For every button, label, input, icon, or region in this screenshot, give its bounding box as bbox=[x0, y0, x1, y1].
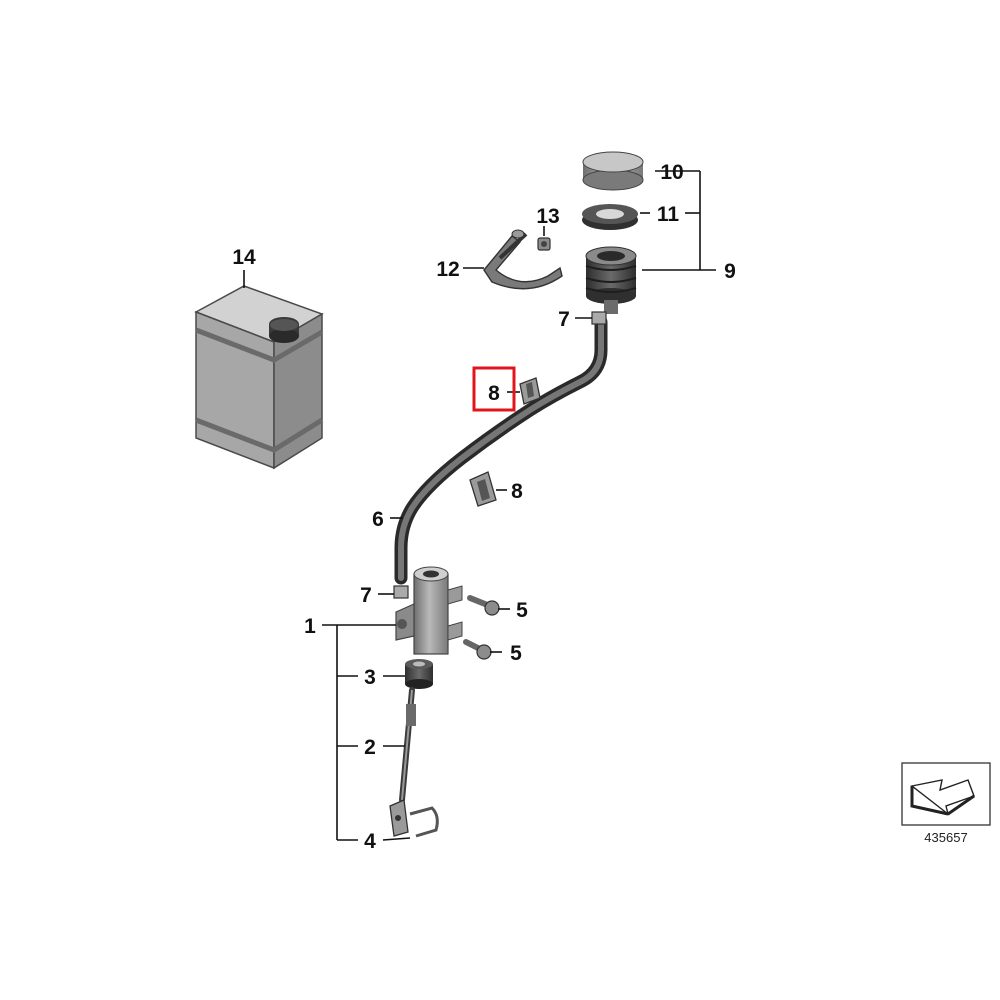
label-3: 3 bbox=[364, 666, 376, 689]
bolt-lower bbox=[463, 639, 492, 660]
hose-clip-upper bbox=[519, 377, 541, 405]
label-2: 2 bbox=[364, 736, 376, 759]
hose-clamp-lower bbox=[393, 585, 409, 599]
reservoir-seal bbox=[582, 204, 638, 230]
label-6: 6 bbox=[372, 508, 384, 531]
label-14: 14 bbox=[232, 246, 256, 269]
label-11: 11 bbox=[657, 203, 680, 226]
hose-clamp-upper bbox=[591, 311, 607, 325]
hose bbox=[394, 315, 608, 585]
screw-13 bbox=[537, 237, 551, 251]
hose-clip-lower bbox=[469, 471, 497, 507]
reservoir-cap bbox=[582, 151, 644, 191]
fluid-reservoir bbox=[585, 246, 637, 314]
master-cylinder bbox=[395, 566, 463, 655]
label-12: 12 bbox=[436, 258, 459, 281]
orientation-box bbox=[901, 762, 991, 826]
label-5-upper: 5 bbox=[516, 599, 528, 622]
reservoir-bracket bbox=[483, 229, 563, 290]
label-9: 9 bbox=[724, 260, 736, 283]
label-8: 8 bbox=[511, 480, 523, 503]
fluid-canister bbox=[194, 285, 324, 470]
label-7-upper: 7 bbox=[558, 308, 570, 331]
label-5-lower: 5 bbox=[510, 642, 522, 665]
label-1: 1 bbox=[304, 615, 316, 638]
label-10: 10 bbox=[660, 161, 683, 184]
push-rod bbox=[399, 687, 416, 803]
bolt-upper bbox=[467, 595, 500, 616]
highlight-box bbox=[472, 366, 516, 412]
label-4: 4 bbox=[364, 830, 376, 853]
rubber-boot bbox=[405, 659, 433, 689]
diagram-code: 435657 bbox=[924, 830, 967, 845]
label-13: 13 bbox=[536, 205, 559, 228]
label-8-highlighted: 8 bbox=[488, 382, 500, 405]
clevis bbox=[389, 799, 439, 838]
label-7-lower: 7 bbox=[360, 584, 372, 607]
